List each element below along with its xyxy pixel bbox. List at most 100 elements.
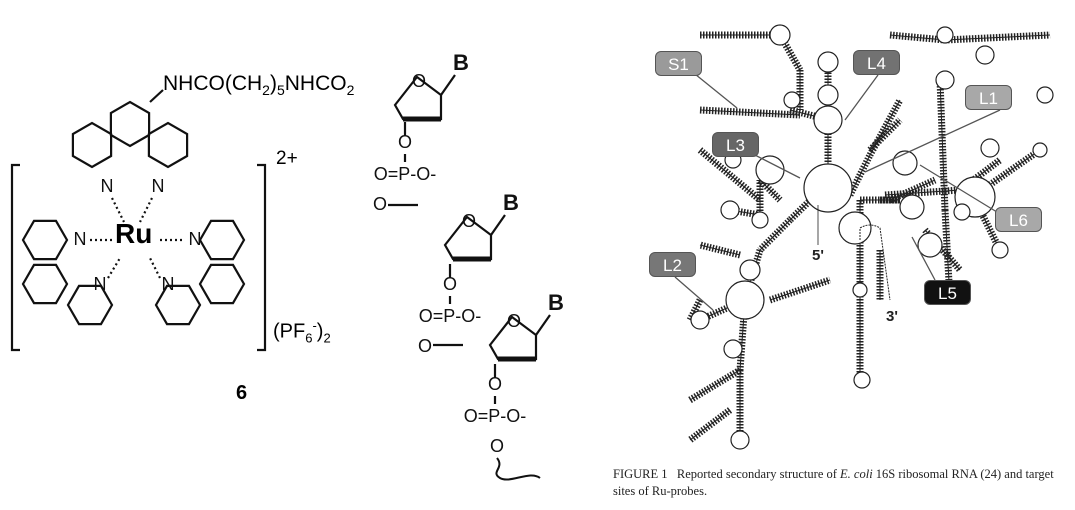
helix-backbone: [769, 279, 831, 301]
rna-loop: [936, 26, 954, 44]
rna-loop: [725, 280, 765, 320]
helix-backbone: [699, 109, 801, 116]
linker-bond: [149, 89, 164, 103]
ring: [21, 219, 69, 261]
base-label: B: [548, 290, 564, 315]
rna-loop: [739, 259, 761, 281]
rna-loop: [755, 155, 785, 185]
sugar-ring: [443, 215, 493, 261]
nitrogen-atom: N: [94, 274, 107, 294]
pointer-line: [689, 69, 738, 109]
rna-loop: [917, 232, 943, 258]
ring: [154, 284, 202, 326]
rna-loop: [803, 163, 853, 213]
rna-loop: [1032, 142, 1048, 158]
rna-loop: [852, 282, 868, 298]
site-label-l3: L3: [712, 132, 759, 157]
rna-loop: [980, 138, 1000, 158]
sugar-ring: [488, 315, 538, 361]
nitrogen-atom: N: [152, 176, 165, 196]
helix-backbone: [699, 149, 761, 201]
base-label: B: [453, 50, 469, 75]
left-bracket: [10, 163, 20, 352]
helix-backbone: [849, 154, 871, 196]
rna-loop: [730, 430, 750, 450]
rna-loop: [975, 45, 995, 65]
three-prime-tail: [859, 224, 891, 301]
coordination-bond: [107, 257, 121, 279]
rna-loop: [899, 194, 925, 220]
helix-backbone: [869, 119, 901, 151]
pointer-line: [911, 236, 936, 281]
ring: [198, 219, 246, 261]
ru-atom: Ru: [115, 218, 153, 249]
site-label-l1: L1: [965, 85, 1012, 110]
oxygen-atom: O: [443, 274, 457, 294]
helix-backbone: [939, 79, 946, 211]
helix-backbone: [699, 244, 741, 256]
ring: [66, 284, 114, 326]
phosphate-group: O=P-O-: [374, 164, 437, 184]
oxygen-atom: O: [373, 194, 387, 214]
rna-loop: [953, 203, 971, 221]
right-bracket: [257, 163, 267, 352]
rna-loop: [817, 84, 839, 106]
base-bond: [535, 314, 551, 336]
linker-text: NHCO(CH2)5NHCO2: [163, 72, 355, 99]
nitrogen-atom: N: [189, 229, 202, 249]
site-label-l4: L4: [853, 50, 900, 75]
three-prime-label: 3': [886, 308, 898, 325]
phosphate-group: O=P-O-: [464, 406, 527, 426]
site-label-l6: L6: [995, 207, 1042, 232]
ring: [109, 100, 151, 148]
pointer-line: [844, 74, 879, 121]
base-label: B: [503, 190, 519, 215]
helix-backbone: [889, 34, 946, 41]
nitrogen-atom: N: [74, 229, 87, 249]
oxygen-atom: O: [398, 132, 412, 152]
coordination-bond: [149, 257, 161, 279]
nitrogen-atom: N: [162, 274, 175, 294]
rna-loop: [991, 241, 1009, 259]
site-label-l5: L5: [924, 280, 971, 305]
compound-number: 6: [236, 382, 248, 404]
ring: [198, 263, 246, 305]
ring-oxygen: O: [412, 71, 426, 91]
nitrogen-atom: N: [101, 176, 114, 196]
five-prime-label: 5': [812, 247, 824, 264]
ring-oxygen: O: [462, 211, 476, 231]
rna-loop: [853, 371, 871, 389]
pointer-line: [864, 109, 1001, 173]
ring: [21, 263, 69, 305]
rna-loop: [723, 339, 743, 359]
base-bond: [490, 214, 506, 236]
helix-backbone: [689, 369, 741, 401]
site-label-s1: S1: [655, 51, 702, 76]
rna-loop: [783, 91, 801, 109]
oxygen-atom: O: [490, 436, 504, 456]
figure-caption: FIGURE 1 Reported secondary structure of…: [613, 467, 1054, 498]
helix-backbone: [689, 409, 731, 441]
sugar-ring: [393, 75, 443, 121]
ring-oxygen: O: [507, 311, 521, 331]
phosphate-group: O=P-O-: [419, 306, 482, 326]
oxygen-atom: O: [488, 374, 502, 394]
rna-loop: [720, 200, 740, 220]
rna-loop: [838, 211, 872, 245]
rna-loop: [769, 24, 791, 46]
rna-loop: [892, 150, 918, 176]
charge-label: 2+: [276, 148, 298, 169]
base-bond: [440, 74, 456, 96]
helix-backbone: [759, 219, 791, 251]
oxygen-atom: O: [418, 336, 432, 356]
chain-continuation: [495, 457, 541, 481]
pointer-line: [674, 276, 714, 311]
rna-loop: [1036, 86, 1054, 104]
site-label-l2: L2: [649, 252, 696, 277]
rna-loop: [935, 70, 955, 90]
counterion-label: (PF6-)2: [273, 318, 331, 346]
helix-backbone: [944, 34, 1051, 41]
rna-loop: [751, 211, 769, 229]
